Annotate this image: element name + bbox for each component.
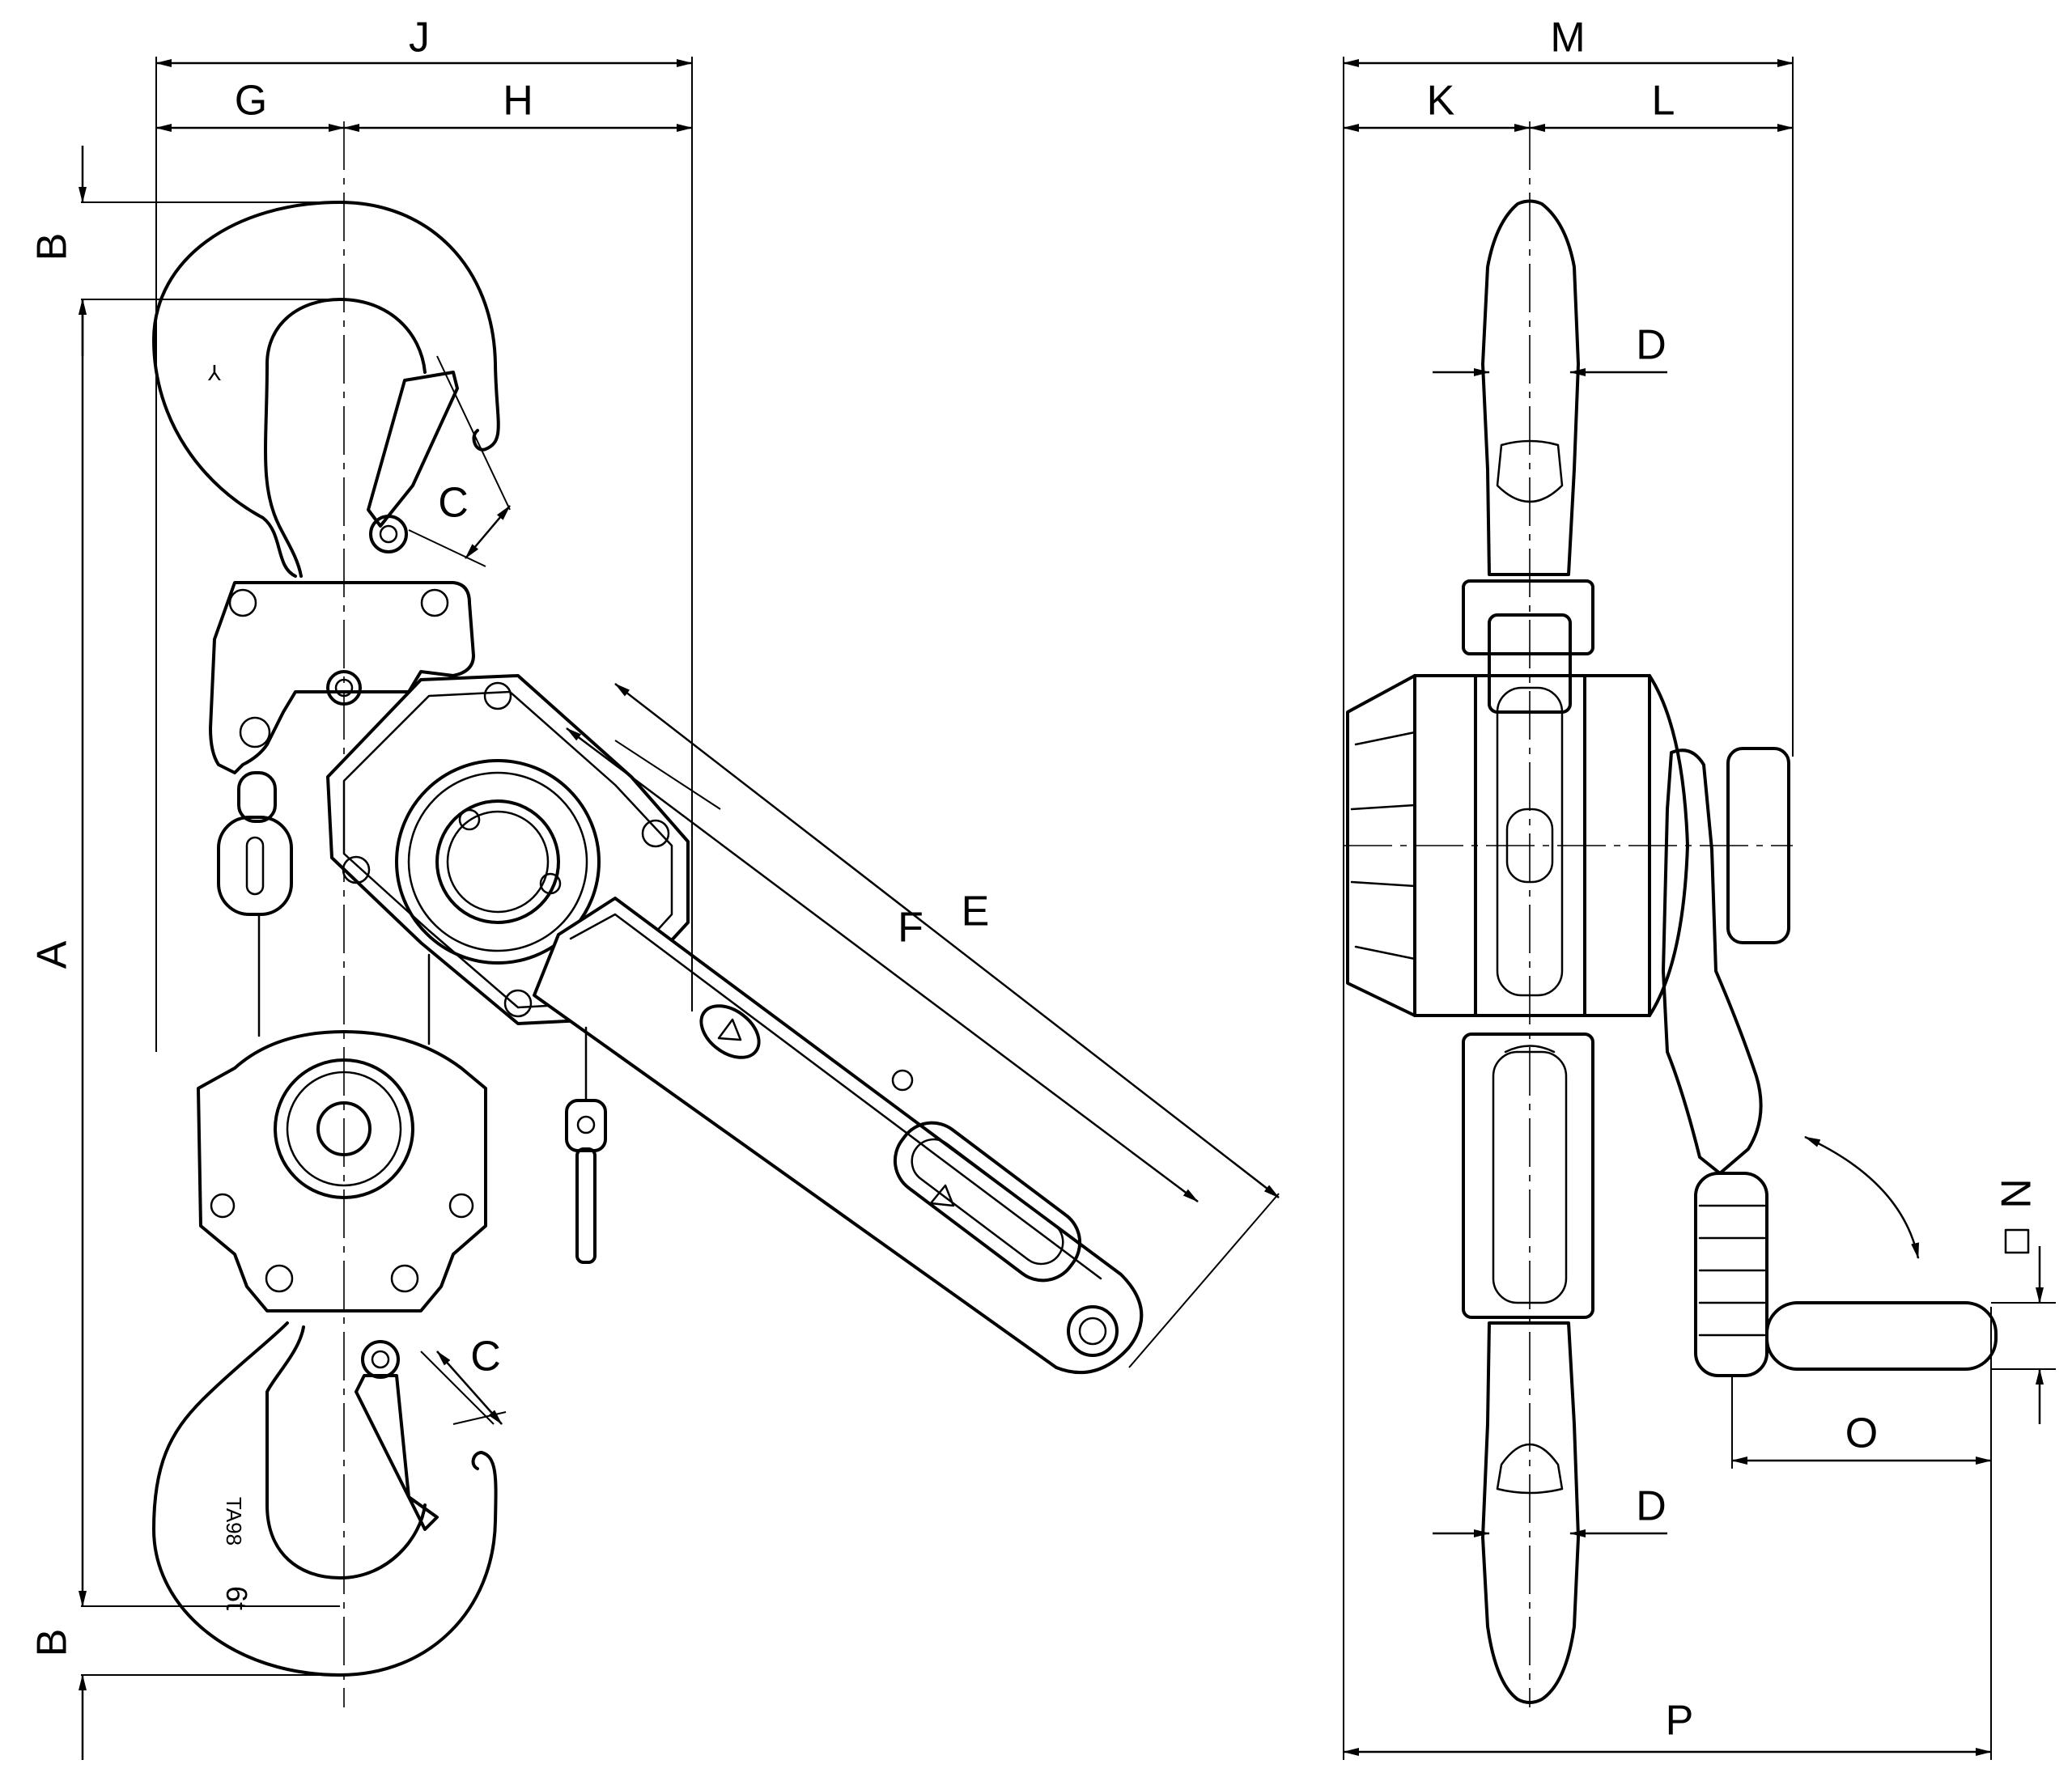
top-hook-mark: ⅄	[207, 361, 221, 385]
top-block-pin	[326, 670, 362, 706]
dim-label-H: H	[503, 78, 533, 125]
hook-code-mark: TA98	[222, 1497, 246, 1546]
bottom-block-hub-outer	[274, 1058, 414, 1199]
square-symbol	[2004, 1228, 2030, 1254]
dim-label-P: P	[1666, 1698, 1694, 1745]
dimensions: J G H B A B C C E F	[29, 15, 2056, 1760]
bottom-hook-pin	[361, 1340, 400, 1379]
side-main-body	[1346, 674, 1689, 1017]
handle-grip-pin	[1765, 1301, 1998, 1371]
dim-label-J: J	[409, 15, 430, 61]
dim-label-B-top: B	[29, 233, 76, 261]
dim-label-N: N	[1993, 1178, 2040, 1209]
side-top-block	[1462, 579, 1594, 714]
load-chain	[217, 771, 431, 1045]
side-view	[1344, 121, 1998, 1707]
chain-key	[565, 1026, 607, 1264]
dim-label-M: M	[1550, 15, 1585, 61]
bottom-hook: TA98 6t	[152, 1321, 498, 1677]
dim-label-E: E	[962, 888, 990, 935]
dim-label-B-bottom: B	[29, 1629, 76, 1657]
side-bottom-hook	[1481, 1321, 1580, 1704]
dim-label-F: F	[898, 905, 923, 952]
dim-label-C-top: C	[438, 480, 469, 527]
side-lever-handle	[1662, 747, 1998, 1377]
top-hook: ⅄	[152, 201, 500, 578]
bottom-block	[197, 1030, 487, 1312]
dim-label-G: G	[235, 78, 267, 125]
dim-label-L: L	[1652, 78, 1675, 125]
side-bottom-block	[1462, 1033, 1594, 1319]
dim-label-D-top: D	[1636, 322, 1667, 369]
dim-label-D-bottom: D	[1636, 1483, 1667, 1530]
dim-label-C-bottom: C	[470, 1334, 501, 1380]
dim-label-K: K	[1427, 78, 1455, 125]
front-view: ⅄	[152, 121, 1144, 1707]
dim-label-A: A	[29, 940, 76, 969]
top-suspension-block	[209, 581, 475, 774]
side-top-hook	[1481, 199, 1580, 576]
lever-swing-arc	[1804, 1135, 1920, 1259]
dim-label-O: O	[1845, 1410, 1878, 1457]
lever-end-pivot	[1067, 1305, 1119, 1357]
top-hook-pin	[369, 515, 408, 553]
lever-handle	[533, 897, 1144, 1375]
